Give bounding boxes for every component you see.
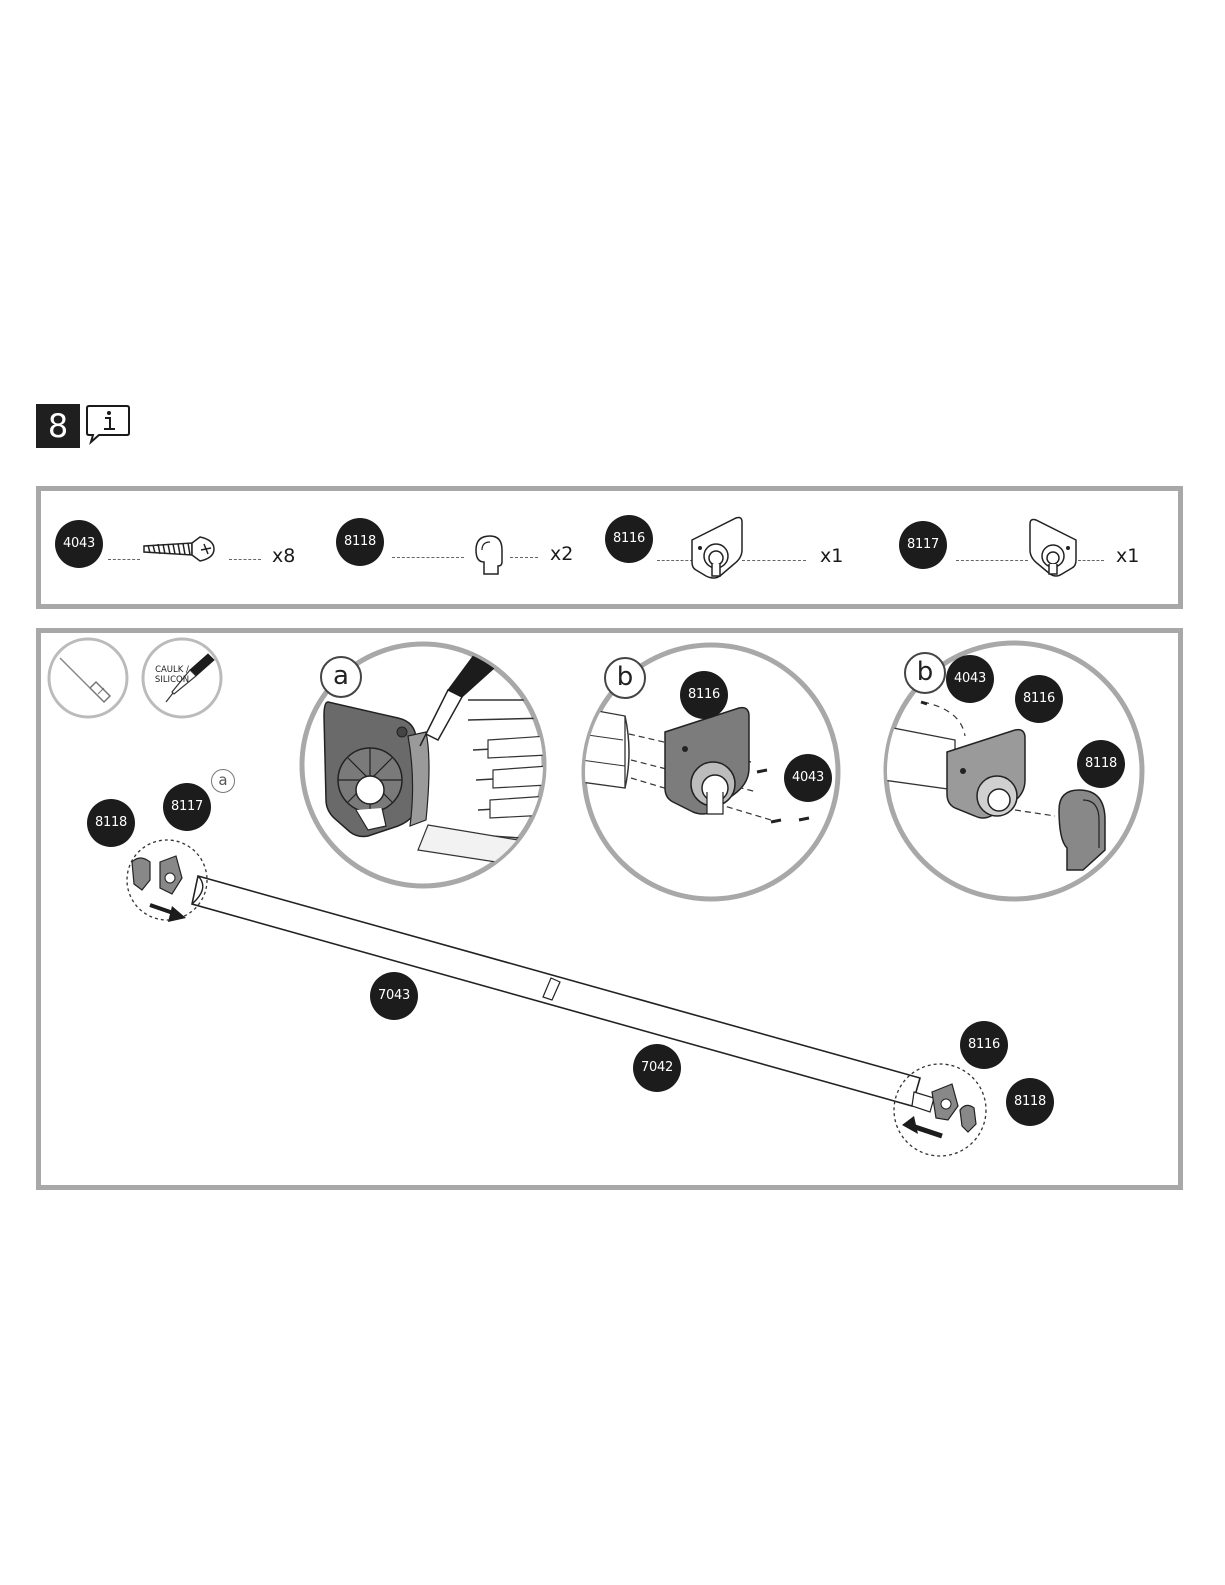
tube-label-7043: 7043 [370,972,418,1020]
assembly-label-8117: 8117 [163,783,211,831]
assembly-label-8118-left: 8118 [87,799,135,847]
assembly-label-8118-right: 8118 [1006,1078,1054,1126]
detail-a-reference-letter: a [211,769,235,793]
assembly-label-8116-right: 8116 [960,1021,1008,1069]
tube-label-7042: 7042 [633,1044,681,1092]
